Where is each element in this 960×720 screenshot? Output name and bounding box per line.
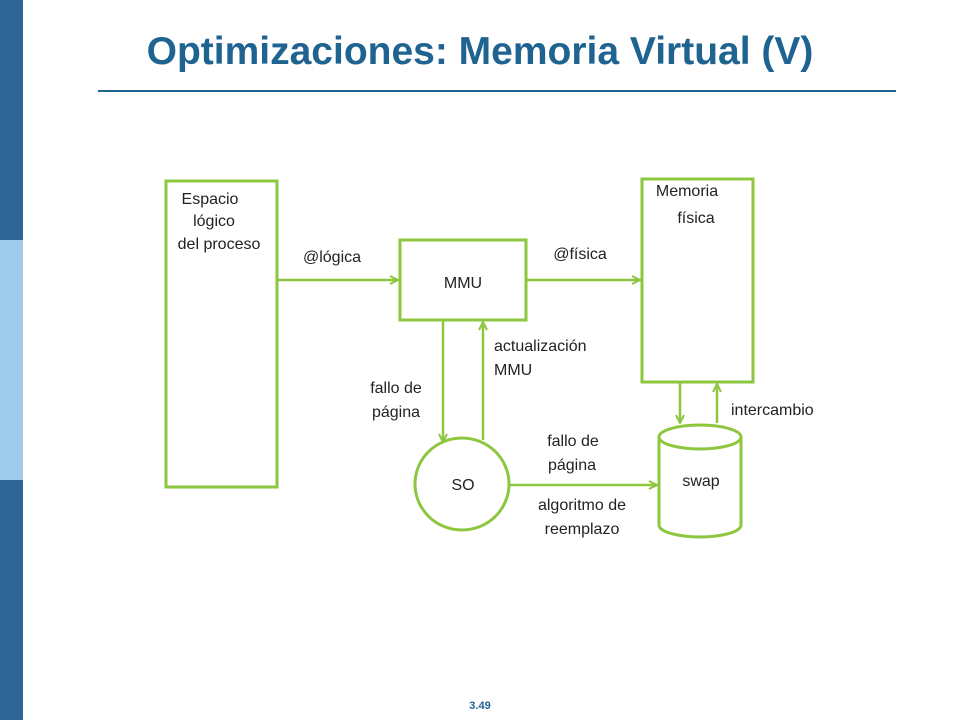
espacio-label-line1: Espacio — [182, 191, 239, 208]
edge-label-algoritmo-line2: reemplazo — [545, 521, 620, 538]
edge-label-fallo-swap-line1: fallo de — [547, 433, 599, 450]
edge-label-intercambio: intercambio — [731, 402, 814, 419]
page-number: 3.49 — [469, 700, 491, 712]
edge-label-actualizacion-line2: MMU — [494, 362, 532, 379]
espacio-label-line2: lógico — [193, 213, 235, 230]
title-underline — [98, 90, 896, 92]
edge-label-logica: @lógica — [303, 249, 361, 266]
edge-label-fallo-swap-line2: página — [548, 457, 596, 474]
memoria-label-line1: Memoria — [656, 183, 718, 200]
swap-cylinder — [657, 423, 743, 539]
sidebar-segment-top — [0, 0, 23, 240]
edge-label-fallo-left-line2: página — [372, 404, 420, 421]
memoria-label-line2: física — [677, 210, 714, 227]
edge-label-fisica: @física — [553, 246, 607, 263]
espacio-label-line3: del proceso — [178, 236, 261, 253]
swap-label: swap — [682, 473, 719, 490]
page-title: Optimizaciones: Memoria Virtual (V) — [146, 30, 814, 73]
so-label: SO — [451, 477, 474, 494]
edge-label-actualizacion-line1: actualización — [494, 338, 587, 355]
edge-label-fallo-left-line1: fallo de — [370, 380, 422, 397]
mmu-label: MMU — [444, 275, 482, 292]
sidebar-stripe — [0, 0, 23, 720]
edge-label-algoritmo-line1: algoritmo de — [538, 497, 626, 514]
espacio-logico-box — [164, 179, 279, 489]
mmu-box — [398, 238, 528, 322]
memoria-fisica-box — [640, 177, 755, 384]
sidebar-segment-middle — [0, 240, 23, 480]
sidebar-segment-bottom — [0, 480, 23, 720]
